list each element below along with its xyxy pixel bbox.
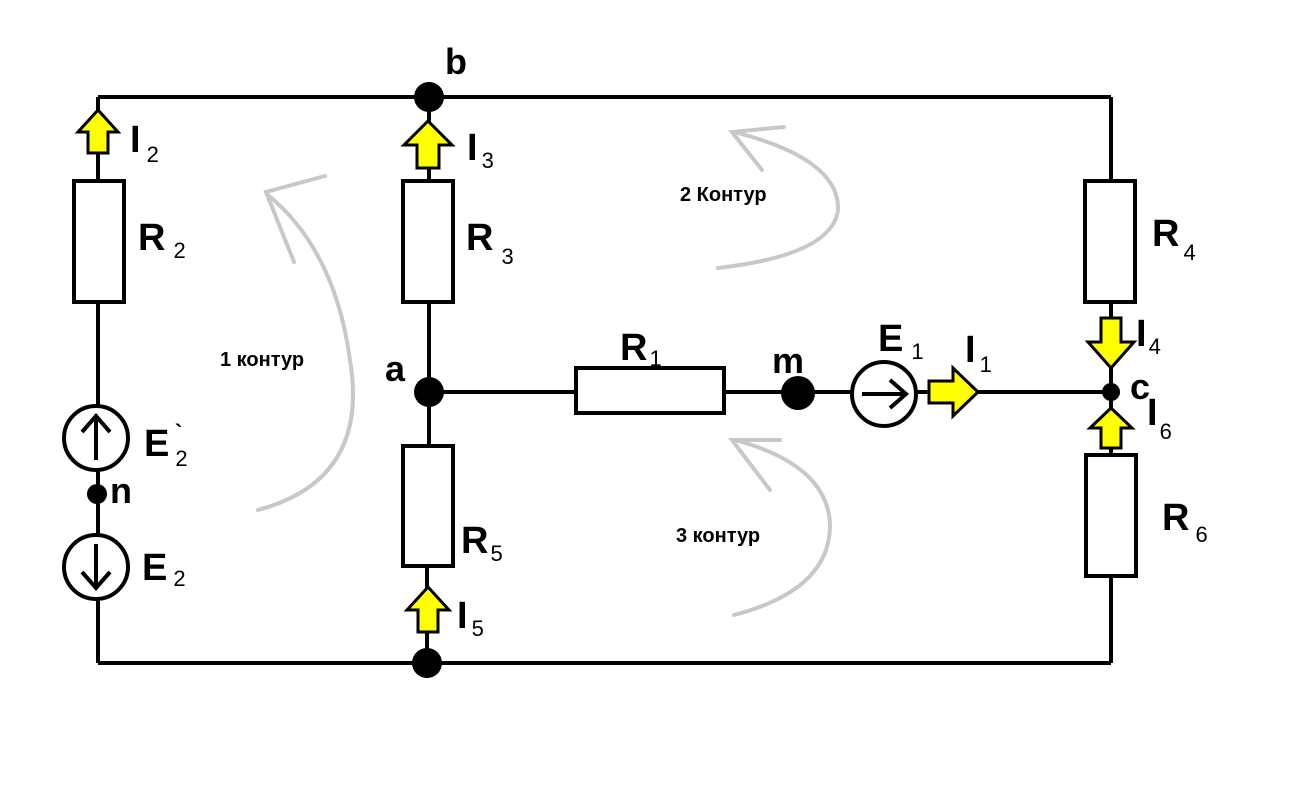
node-m-label: m <box>772 340 804 381</box>
loop1-curve <box>256 193 355 512</box>
node-n-dot <box>87 484 107 504</box>
loop2-curve <box>716 131 841 270</box>
arrow-down-head-icon <box>80 570 112 592</box>
current-i3-arrow <box>400 118 456 170</box>
resistor-r5 <box>401 444 455 568</box>
e2prime-mark: ` <box>175 420 182 445</box>
node-n-label: n <box>110 470 132 511</box>
current-i5-arrow <box>403 584 453 634</box>
node-b-label: b <box>445 41 467 82</box>
resistor-r6 <box>1084 453 1138 578</box>
node-b-dot <box>414 82 444 112</box>
loop2-label: 2 Контур <box>680 184 767 206</box>
node-bottom-dot <box>412 648 442 678</box>
i6-label: I6 <box>1147 392 1172 444</box>
node-m-dot <box>781 376 815 410</box>
source-e2prime <box>62 404 130 472</box>
current-i1-arrow <box>927 364 981 420</box>
loop1-label: 1 контур <box>220 349 304 371</box>
loop3-head-icon <box>727 438 782 492</box>
resistor-r4 <box>1083 179 1137 304</box>
arrow-up-head-icon <box>80 412 112 434</box>
resistor-r2 <box>72 179 126 304</box>
node-c-dot <box>1102 383 1120 401</box>
i4-label: I4 <box>1136 313 1161 359</box>
loop3-curve <box>732 438 833 617</box>
loop2-arrow <box>716 125 841 270</box>
source-e2 <box>62 533 130 601</box>
resistor-r1 <box>574 366 726 415</box>
node-a-dot <box>414 377 444 407</box>
r5-label: R5 <box>461 520 503 566</box>
loop1-head-icon <box>263 174 327 264</box>
loop2-head-icon <box>728 125 786 172</box>
current-i4-arrow <box>1084 316 1138 371</box>
resistor-r3 <box>401 179 455 304</box>
node-c-label: c <box>1130 366 1150 407</box>
arrow-right-head-icon <box>888 378 910 410</box>
r1-label: R1 <box>620 327 662 371</box>
loop3-arrow <box>727 438 833 617</box>
loop1-arrow <box>256 174 355 512</box>
source-e1 <box>850 360 918 428</box>
current-i2-arrow <box>74 107 122 155</box>
loop3-label: 3 контур <box>676 525 760 547</box>
node-a-label: a <box>385 348 406 389</box>
current-i6-arrow <box>1086 405 1136 450</box>
